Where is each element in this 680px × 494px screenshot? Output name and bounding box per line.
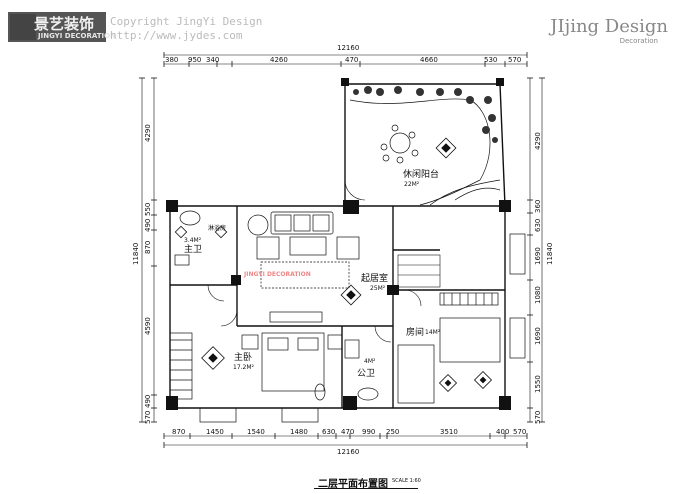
room-balcony-name: 休闲阳台 bbox=[403, 168, 439, 180]
dim-bottom-seg: 1480 bbox=[290, 428, 308, 436]
drawing-title: 二层平面布置图 bbox=[318, 479, 388, 490]
dim-bottom-seg: 870 bbox=[172, 428, 185, 436]
room-bedroom-name: 房间 bbox=[406, 326, 424, 338]
bedroom-furniture bbox=[397, 233, 526, 404]
plants bbox=[353, 86, 498, 143]
right-dimension-labels: 4290 360 630 1690 1080 1690 1550 570 118… bbox=[534, 132, 554, 424]
brand-subtitle: Decoration bbox=[619, 37, 658, 45]
lamp-icons bbox=[174, 137, 493, 393]
walls bbox=[169, 83, 506, 409]
dim-right-seg: 570 bbox=[534, 411, 542, 424]
room-master-bath-name: 主卫 bbox=[184, 243, 202, 255]
logo-mark-icon bbox=[10, 14, 36, 40]
dim-top-seg: 380 bbox=[165, 56, 178, 64]
dimension-lines bbox=[139, 52, 545, 448]
title-underline bbox=[314, 488, 418, 489]
dim-top-seg: 530 bbox=[484, 56, 497, 64]
dim-bottom-total: 12160 bbox=[337, 448, 359, 456]
doors bbox=[207, 179, 422, 343]
dim-top-seg: 470 bbox=[345, 56, 358, 64]
dim-left-seg: 570 bbox=[144, 411, 152, 424]
dim-bottom-seg: 250 bbox=[386, 428, 399, 436]
dim-right-seg: 360 bbox=[534, 200, 542, 213]
balcony-planters bbox=[349, 98, 501, 206]
dim-left-seg: 550 bbox=[144, 203, 152, 216]
dim-top-seg: 340 bbox=[206, 56, 219, 64]
room-bedroom-area: 14M² bbox=[425, 329, 441, 336]
dim-bottom-seg: 630 bbox=[322, 428, 335, 436]
logo-english: JINGYI DECORATION bbox=[38, 32, 116, 40]
drawing-scale: SCALE 1:60 bbox=[392, 478, 421, 484]
room-living-name: 起居室 bbox=[361, 272, 388, 284]
dim-left-seg: 490 bbox=[144, 219, 152, 232]
dim-right-seg: 4290 bbox=[534, 132, 542, 150]
dim-right-total: 11840 bbox=[546, 243, 554, 265]
room-master-bath-area: 3.4M² bbox=[184, 237, 202, 244]
dim-left-seg: 870 bbox=[144, 241, 152, 254]
room-public-bath-name: 公卫 bbox=[357, 368, 375, 379]
master-bed bbox=[169, 332, 343, 423]
room-master-area: 17.2M² bbox=[233, 364, 255, 371]
dim-bottom-seg: 990 bbox=[362, 428, 375, 436]
dim-top-seg: 4660 bbox=[420, 56, 438, 64]
dim-bottom-seg: 570 bbox=[513, 428, 526, 436]
room-master-name: 主卧 bbox=[234, 351, 252, 363]
dim-top-seg: 4260 bbox=[270, 56, 288, 64]
website-url: http://www.jydes.com bbox=[110, 29, 243, 42]
dim-bottom-seg: 3510 bbox=[440, 428, 458, 436]
dim-right-seg: 1080 bbox=[534, 286, 542, 304]
columns bbox=[166, 78, 511, 410]
dim-left-total: 11840 bbox=[132, 243, 140, 265]
room-public-bath-area: 4M² bbox=[364, 358, 376, 365]
living-furniture bbox=[247, 211, 360, 323]
staircase bbox=[397, 254, 441, 288]
dim-left-seg: 490 bbox=[144, 395, 152, 408]
room-balcony-area: 22M² bbox=[404, 181, 420, 188]
dim-bottom-seg: 470 bbox=[341, 428, 354, 436]
dim-left-seg: 4290 bbox=[144, 124, 152, 142]
dim-right-seg: 630 bbox=[534, 219, 542, 232]
dim-right-seg: 1550 bbox=[534, 375, 542, 393]
dim-bottom-seg: 400 bbox=[496, 428, 509, 436]
room-living-area: 25M² bbox=[370, 285, 386, 292]
room-shower-name: 淋浴房 bbox=[208, 224, 226, 232]
copyright-text: Copyright JingYi Design bbox=[110, 15, 263, 28]
dim-top-seg: 950 bbox=[188, 56, 201, 64]
dim-bottom-seg: 1450 bbox=[206, 428, 224, 436]
dim-right-seg: 1690 bbox=[534, 327, 542, 345]
logo-chinese: 景艺装饰 bbox=[34, 15, 95, 33]
dim-bottom-seg: 1540 bbox=[247, 428, 265, 436]
left-dimension-labels: 4290 550 490 870 4590 490 570 11840 bbox=[132, 124, 152, 424]
dim-top-seg: 570 bbox=[508, 56, 521, 64]
dim-left-seg: 4590 bbox=[144, 317, 152, 335]
brand-name: JIjing Design bbox=[550, 16, 668, 37]
dim-right-seg: 1690 bbox=[534, 247, 542, 265]
dim-top-total: 12160 bbox=[337, 44, 359, 52]
bath-fixtures bbox=[174, 210, 379, 401]
watermark-text: JINGYI DECORATION bbox=[243, 271, 311, 278]
